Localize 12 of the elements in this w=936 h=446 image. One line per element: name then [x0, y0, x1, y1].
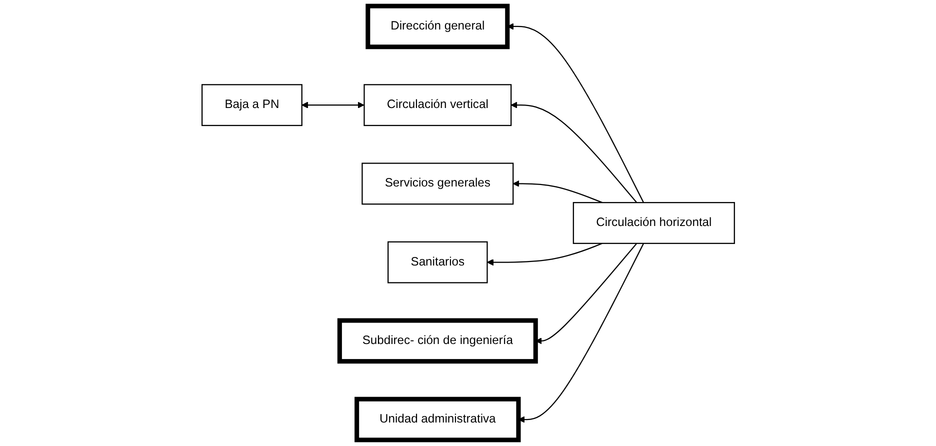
arrow [486, 242, 602, 266]
node-box: Servicios generales [361, 162, 514, 205]
node-box: Subdirec- ción de ingeniería [337, 318, 538, 364]
arrow [512, 180, 602, 204]
node-box: Circulación vertical [363, 84, 512, 126]
node-box: Sanitarios [387, 241, 488, 284]
node-box: Unidad administrativa [354, 396, 520, 442]
node-box: Baja a PN [201, 84, 302, 126]
arrow [510, 102, 637, 203]
node-box: Circulación horizontal [572, 202, 735, 244]
arrow [301, 102, 364, 108]
node-box: Dirección general [365, 4, 510, 50]
